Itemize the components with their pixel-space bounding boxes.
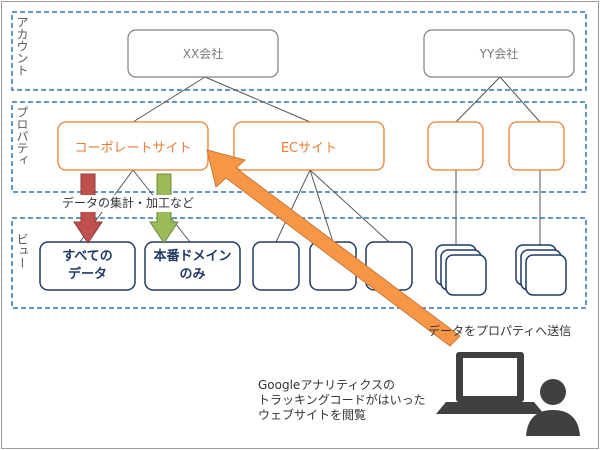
property-tier-frame [11,101,587,193]
user-icon [526,379,580,436]
property-box-ec[interactable] [233,121,385,171]
view-tier-frame [11,217,587,309]
aggregation-annotation: データの集計・加工など [60,195,197,212]
view-box-ec-1[interactable] [252,241,300,291]
property-box-yy-1[interactable] [427,121,484,171]
account-property-connectors [132,76,541,123]
view-label-production-only: 本番ドメイン のみ [153,249,232,282]
property-label-ec: ECサイト [280,140,338,156]
view-label-all-data: すべての データ [62,249,113,282]
send-data-annotation: データをプロパティへ送信 [428,324,572,338]
browse-annotation: Googleアナリティクスの トラッキングコードがはいった ウェブサイトを閲覧 [258,378,426,422]
property-tier-label: プロパティ [15,106,29,166]
view-stack-yy-1[interactable] [435,244,487,296]
orange-diagonal-arrow [206,149,461,347]
account-tier-label: アカウント [15,16,29,76]
account-box-xx[interactable] [127,29,279,78]
account-label-yy: YY会社 [479,47,519,61]
property-box-corporate[interactable] [57,121,209,171]
laptop-icon [436,352,544,414]
property-label-corporate: コーポレートサイト [74,140,192,156]
view-tier-label: ビュー [15,233,29,269]
account-label-xx: XX会社 [182,47,224,61]
view-box-production-only[interactable] [144,241,241,291]
account-box-yy[interactable] [423,29,575,78]
account-tier-frame [11,11,587,91]
view-stack-yy-2[interactable] [515,244,567,296]
property-box-yy-2[interactable] [508,121,565,171]
